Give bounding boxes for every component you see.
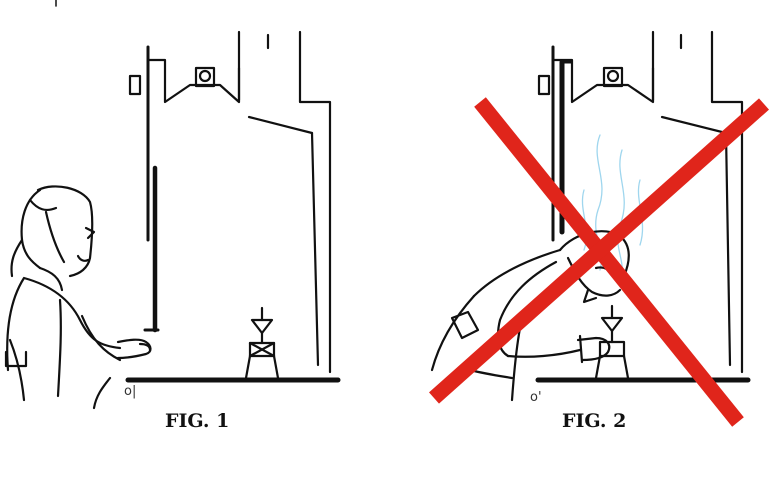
flask-icon-2 bbox=[594, 304, 630, 380]
flask-icon-1 bbox=[244, 306, 280, 380]
figure-1-caption: FIG. 1 bbox=[165, 410, 230, 432]
figure-1-mark: o| bbox=[124, 384, 137, 399]
prohibited-cross-icon bbox=[429, 97, 769, 427]
figure-2-caption: FIG. 2 bbox=[562, 410, 627, 432]
person-icon-1 bbox=[4, 185, 152, 410]
figure-2-mark: o' bbox=[530, 390, 542, 405]
fume-hood-1 bbox=[128, 30, 332, 374]
